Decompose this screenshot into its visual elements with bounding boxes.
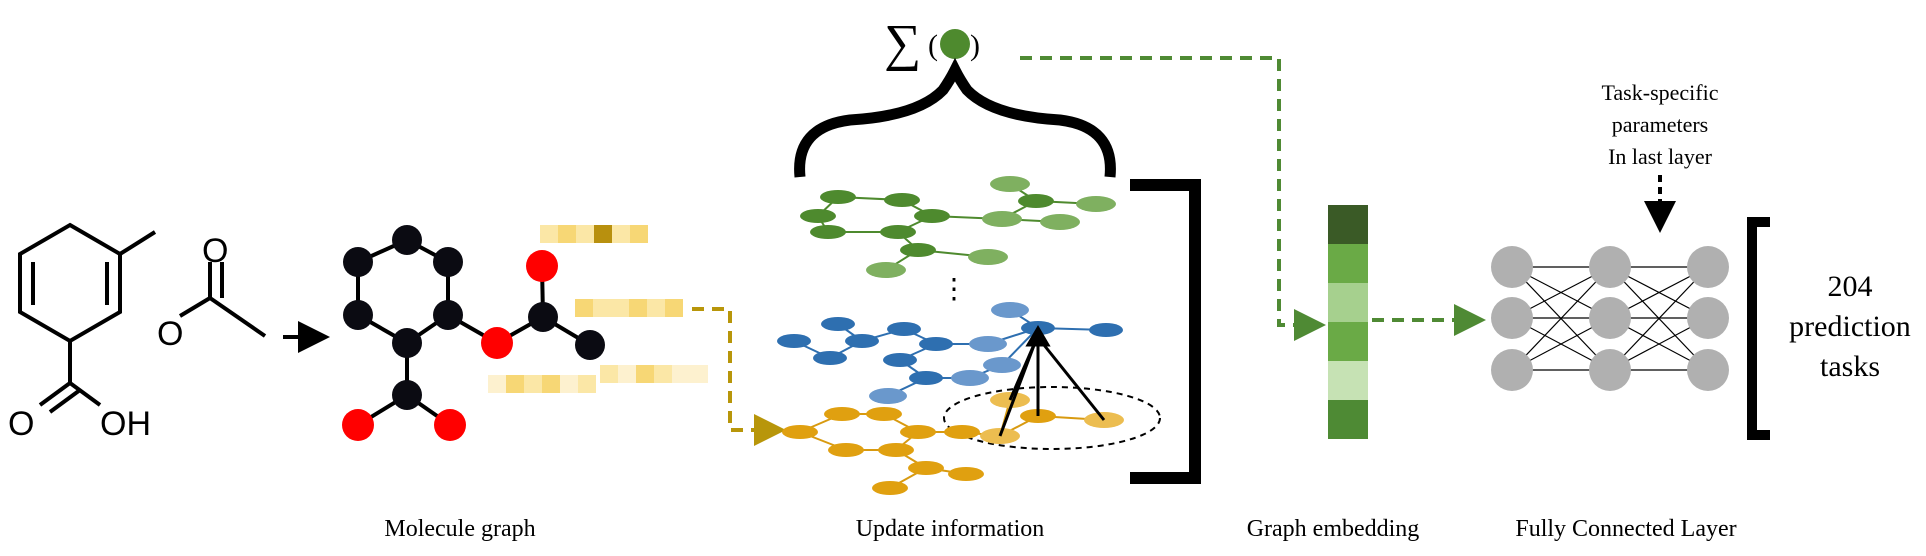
embedding-cell <box>1328 244 1368 283</box>
layers-ellipsis: ⋮ <box>940 274 968 305</box>
blue-graph-layer <box>777 302 1123 404</box>
embedding-cell <box>1328 361 1368 400</box>
curly-brace-icon <box>794 57 1116 178</box>
sum-green-node-icon <box>940 29 970 59</box>
atom-o-acid: O <box>8 405 34 443</box>
tasks-bracket <box>1747 217 1770 440</box>
caption-fully-connected-layer: Fully Connected Layer <box>1515 516 1736 542</box>
tasks-word: tasks <box>1820 350 1880 383</box>
fully-connected-layer <box>1491 246 1729 391</box>
gold-graph-layer <box>782 386 1161 495</box>
feature-bar-3 <box>600 365 708 383</box>
task-specific-line1: Task-specific <box>1602 80 1719 105</box>
atom-o-top: O <box>202 232 228 270</box>
green-graph-layer <box>800 176 1116 278</box>
caption-molecule-graph: Molecule graph <box>384 516 535 542</box>
sum-open-paren: ( <box>928 29 938 62</box>
task-specific-line2: parameters <box>1612 112 1709 137</box>
task-specific-line3: In last layer <box>1608 144 1713 169</box>
neighborhood-dashed-ellipse <box>943 386 1161 450</box>
embedding-cell <box>1328 322 1368 361</box>
update-bracket <box>1130 179 1201 484</box>
caption-update-information: Update information <box>856 516 1045 542</box>
atom-oh: OH <box>100 405 151 443</box>
embedding-cell <box>1328 283 1368 322</box>
feature-bar-2 <box>575 299 683 317</box>
embedding-cell <box>1328 400 1368 439</box>
sum-close-paren: ) <box>970 29 980 62</box>
embedding-cell <box>1328 205 1368 244</box>
tasks-prediction-word: prediction <box>1789 310 1911 343</box>
caption-graph-embedding: Graph embedding <box>1247 516 1420 542</box>
feature-bar-1 <box>540 225 648 243</box>
graph-embedding-vector <box>1328 205 1368 439</box>
sum-to-embedding-dashed-arrow <box>1020 56 1326 341</box>
molecule-graph <box>342 225 605 441</box>
atom-o-ester: O <box>157 315 183 353</box>
sum-symbol: ∑ <box>884 15 921 72</box>
feature-bar-4 <box>488 375 596 393</box>
aspirin-structure <box>18 222 267 414</box>
graph-to-update-dashed-arrow <box>692 307 786 446</box>
aggregation-arrows <box>998 325 1106 437</box>
tasks-count: 204 <box>1828 270 1873 303</box>
